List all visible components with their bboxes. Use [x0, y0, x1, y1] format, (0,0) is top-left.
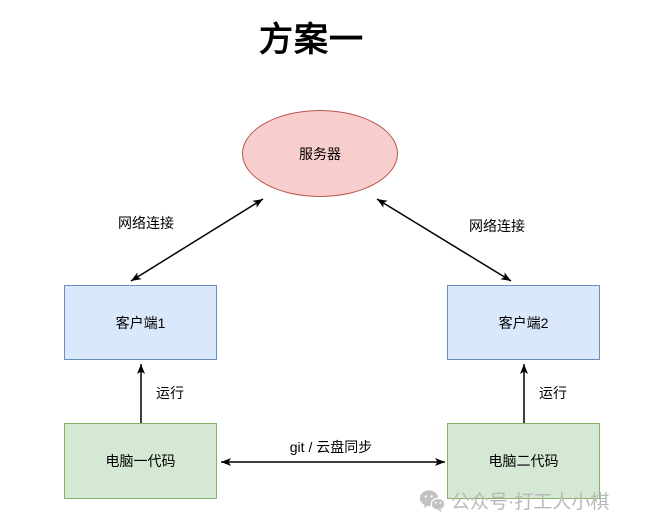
edge-label-run-left: 运行 [154, 383, 186, 403]
node-client1-label: 客户端1 [115, 314, 166, 331]
wechat-icon [419, 489, 446, 513]
node-computer1-code: 电脑一代码 [64, 423, 217, 499]
node-server: 服务器 [242, 110, 398, 197]
diagram-title: 方案一 [259, 21, 364, 59]
node-client2-label: 客户端2 [498, 314, 549, 331]
watermark: 公众号·打工人小棋 [419, 487, 609, 514]
edge-label-network-left: 网络连接 [116, 213, 176, 233]
node-client1: 客户端1 [64, 285, 217, 360]
node-computer2-code-label: 电脑二代码 [488, 453, 559, 469]
node-computer2-code: 电脑二代码 [447, 423, 600, 499]
edge-label-run-right: 运行 [537, 383, 569, 403]
edge-label-sync: git / 云盘同步 [289, 439, 373, 455]
node-server-label: 服务器 [299, 145, 341, 162]
edge-network-left [130, 198, 264, 282]
edge-label-network-right: 网络连接 [467, 216, 527, 236]
edge-network-right [376, 198, 512, 282]
watermark-text: 公众号·打工人小棋 [451, 492, 610, 513]
node-computer1-code-label: 电脑一代码 [105, 453, 176, 469]
node-client2: 客户端2 [447, 285, 600, 360]
